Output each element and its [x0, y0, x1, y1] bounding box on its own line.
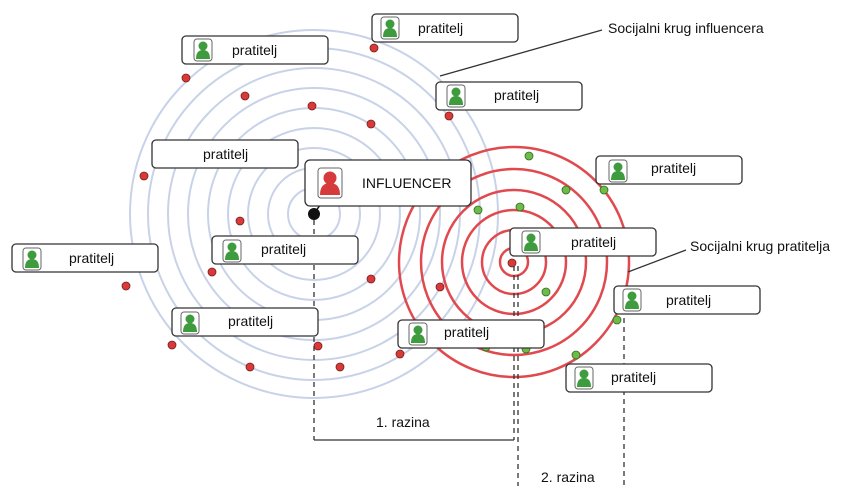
follower-label: pratitelj — [611, 369, 656, 385]
follower-label: pratitelj — [651, 160, 696, 176]
follower-circle-callout-line — [627, 249, 687, 273]
influencer-person-icon — [317, 167, 343, 199]
influencer-follower-dots — [121, 43, 517, 372]
follower-label: pratitelj — [571, 234, 616, 250]
follower-person-icon — [380, 16, 400, 40]
follower-node: pratitelj — [211, 235, 359, 265]
influencer-circle-callout: Socijalni krug influencera — [608, 20, 764, 36]
follower-label: pratitelj — [494, 87, 539, 103]
follower-label: pratitelj — [418, 20, 463, 36]
follower-node: pratitelj — [565, 363, 713, 393]
follower-label: pratitelj — [444, 324, 489, 340]
follower-person-icon — [193, 38, 213, 62]
follower-node: pratitelj — [595, 155, 743, 185]
follower-node: pratitelj — [435, 81, 583, 111]
follower-person-icon — [180, 311, 200, 335]
follower-node: pratitelj — [509, 227, 657, 257]
follower-node: pratitelj — [11, 243, 159, 273]
follower-node: pratitelj — [371, 13, 519, 43]
follower-person-icon — [22, 247, 42, 271]
follower-person-icon — [622, 288, 642, 312]
follower-label: pratitelj — [69, 250, 114, 266]
follower-person-icon — [408, 322, 428, 346]
follower-social-circle — [397, 145, 631, 379]
follower-label: pratitelj — [203, 146, 248, 162]
follower-node: pratitelj — [171, 307, 319, 337]
level-2-label: 2. razina — [541, 469, 595, 485]
influencer-circle-callout-line — [439, 29, 603, 77]
follower-node: pratitelj — [397, 319, 545, 349]
influencer-node: INFLUENCER — [304, 159, 472, 207]
influencer-label: INFLUENCER — [362, 175, 451, 191]
follower-label: pratitelj — [666, 292, 711, 308]
follower-person-icon — [608, 159, 628, 183]
follower-person-icon — [521, 230, 541, 254]
follower-node: pratitelj — [613, 285, 761, 315]
follower-label: pratitelj — [261, 241, 306, 257]
follower-circle-callout: Socijalni krug pratitelja — [690, 238, 830, 254]
follower-node: pratitelj — [151, 139, 299, 169]
level-1-label: 1. razina — [376, 414, 430, 430]
follower-person-icon — [574, 366, 594, 390]
follower-person-icon — [222, 239, 242, 263]
follower-label: pratitelj — [228, 313, 273, 329]
follower-person-icon — [446, 84, 466, 108]
follower-node: pratitelj — [181, 35, 329, 65]
follower-label: pratitelj — [232, 42, 277, 58]
